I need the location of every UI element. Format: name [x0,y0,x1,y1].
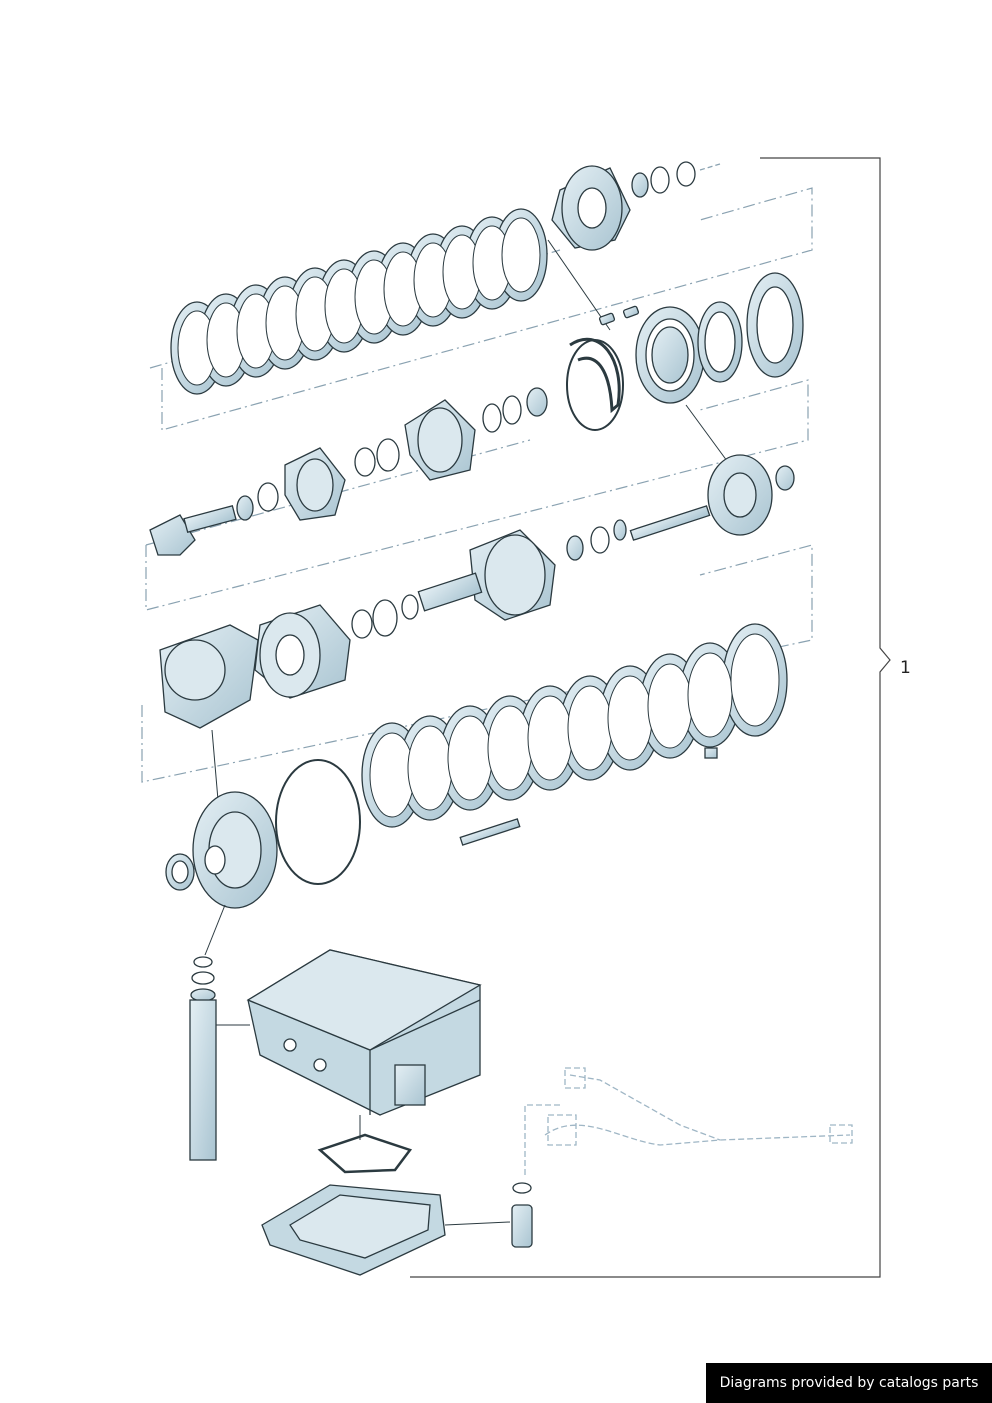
planetary-gear-set [149,387,548,556]
leader-line [547,239,611,331]
output-shaft-drum [566,454,795,561]
oil-filter [261,1184,446,1276]
temperature-sensor [511,1182,533,1248]
leader-line [211,729,219,801]
valve-body [246,949,482,1116]
valve-spool [189,956,250,1161]
clutch-drum-assembly [159,529,556,729]
leader-line [685,404,731,466]
springs-and-pins [459,747,718,846]
leader-line [444,1221,511,1226]
group-bracket [410,157,891,1278]
wiring-harness-ghost [524,1067,853,1175]
leader-line [204,904,226,956]
clutch-hub-upper [551,161,721,251]
valve-body-gasket [317,1133,413,1174]
oil-pump [165,759,361,909]
credit-banner: Diagrams provided by catalogs parts [706,1363,992,1403]
callout-number: 1 [900,658,911,678]
clutch-plate-holes-lower [369,633,780,818]
bearing-assembly [566,272,804,431]
clutch-plate-holes-upper [177,217,541,386]
